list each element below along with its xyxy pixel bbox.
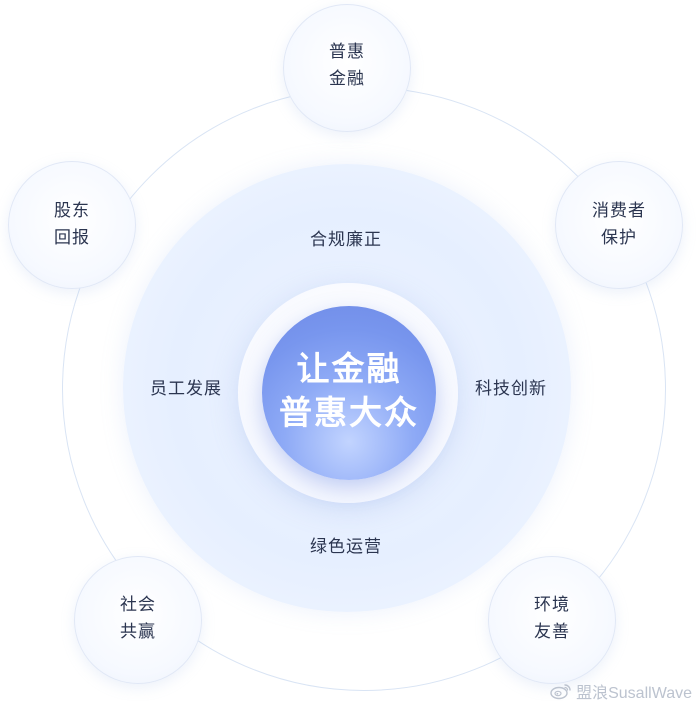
pillar-shareholder-return-line-2: 回报	[54, 228, 90, 248]
pillar-inclusive-finance-line-2: 金融	[329, 69, 365, 89]
pillar-consumer-protection	[555, 161, 683, 289]
core-circle	[262, 306, 436, 480]
value-left: 员工发展	[150, 379, 222, 399]
watermark-text: 盟浪SusallWave	[576, 685, 692, 702]
value-top: 合规廉正	[310, 230, 382, 250]
core-title-line-1: 让金融	[296, 349, 402, 388]
value-right: 科技创新	[475, 379, 547, 399]
pillar-environment-line-1: 环境	[534, 595, 570, 615]
pillar-society	[74, 556, 202, 684]
pillar-society-line-1: 社会	[120, 595, 156, 615]
pillar-environment	[488, 556, 616, 684]
watermark: 盟浪SusallWave	[550, 681, 692, 702]
pillar-inclusive-finance-line-1: 普惠	[329, 42, 365, 62]
pillar-consumer-protection-line-2: 保护	[601, 228, 637, 248]
weibo-icon	[550, 684, 571, 700]
core-title-line-2: 普惠大众	[279, 393, 419, 432]
pillar-society-line-2: 共赢	[120, 622, 156, 642]
pillar-inclusive-finance	[283, 4, 411, 132]
pillar-environment-line-2: 友善	[534, 622, 570, 642]
pillar-shareholder-return	[8, 161, 136, 289]
value-bottom: 绿色运营	[310, 537, 382, 557]
pillar-consumer-protection-line-1: 消费者	[592, 201, 646, 221]
pillar-shareholder-return-line-1: 股东	[54, 201, 90, 221]
